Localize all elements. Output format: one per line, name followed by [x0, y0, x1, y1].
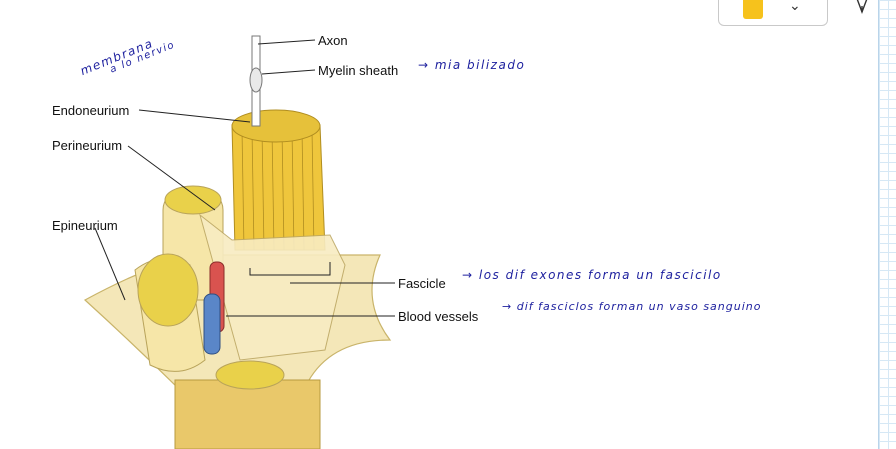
label-axon: Axon — [318, 33, 348, 48]
fascicle-left-end — [164, 185, 222, 215]
label-myelin-sheath: Myelin sheath — [318, 63, 399, 78]
label-blood-vessels: Blood vessels — [398, 309, 479, 324]
note-fascicle: → los dif exones forma un fascicilo — [462, 268, 722, 282]
highlighter-picker[interactable]: ⌄ — [718, 0, 828, 26]
axon-bundle-end — [231, 109, 321, 143]
label-endoneurium: Endoneurium — [52, 103, 130, 118]
axon-bundle — [231, 124, 326, 251]
perineurium-shape — [199, 213, 346, 361]
label-perineurium: Perineurium — [52, 138, 123, 153]
chevron-down-icon[interactable]: ⌄ — [789, 0, 801, 13]
nerve-trunk — [174, 379, 321, 449]
fascicle-front-end — [137, 253, 199, 327]
vein — [203, 293, 221, 355]
note-blood-vessels: → dif fasciclos forman un vaso sanguino — [502, 300, 762, 313]
highlighter-swatch[interactable] — [743, 0, 763, 19]
myelin-segment — [249, 67, 263, 93]
fascicle-bottom — [215, 360, 285, 390]
grid-margin — [878, 0, 896, 449]
label-epineurium: Epineurium — [52, 218, 118, 233]
label-fascicle: Fascicle — [398, 276, 446, 291]
note-myelin: → mia bilizado — [418, 58, 526, 72]
pen-icon[interactable] — [850, 0, 874, 18]
